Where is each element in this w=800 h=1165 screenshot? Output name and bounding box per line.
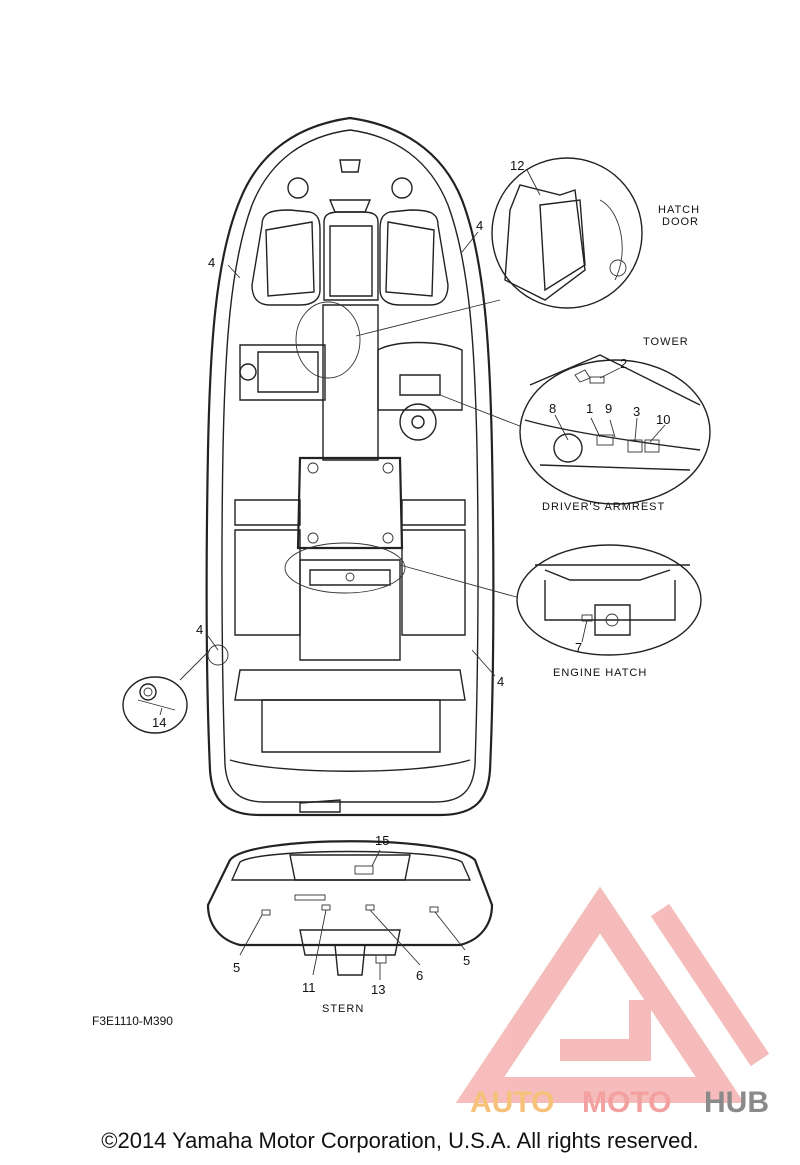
callout-10: 10: [656, 412, 670, 427]
caption-stern: STERN: [322, 1003, 364, 1015]
stern-view: [206, 840, 494, 976]
caption-tower: TOWER: [643, 336, 689, 348]
callout-1: 1: [586, 401, 593, 416]
caption-hatch: HATCH: [658, 204, 700, 216]
callout-14: 14: [152, 715, 166, 730]
callout-13: 13: [371, 982, 385, 997]
callout-4: 4: [497, 674, 504, 689]
callout-4: 4: [208, 255, 215, 270]
callout-11: 11: [302, 980, 316, 995]
callout-3: 3: [633, 404, 640, 419]
callout-5: 5: [233, 960, 240, 975]
detail-leader-lines: [159, 169, 666, 716]
svg-text:MOTO: MOTO: [582, 1086, 671, 1119]
view-captions: HATCH DOOR TOWER DRIVER'S ARMREST ENGINE…: [92, 204, 700, 1028]
detail-engine-hatch: [516, 544, 702, 656]
detail-hatch-door: [491, 157, 643, 309]
callout-9: 9: [605, 401, 612, 416]
callout-8: 8: [549, 401, 556, 416]
callout-12: 12: [510, 158, 524, 173]
callout-2: 2: [620, 356, 627, 371]
callout-5: 5: [463, 953, 470, 968]
stern-leader-lines: [239, 849, 466, 980]
detail-drivers-armrest: [519, 354, 711, 505]
detail-side-14: [122, 676, 188, 734]
copyright-notice: ©2014 Yamaha Motor Corporation, U.S.A. A…: [101, 1128, 699, 1153]
caption-door: DOOR: [662, 216, 699, 228]
callout-4: 4: [196, 622, 203, 637]
callout-15: 15: [375, 833, 389, 848]
svg-text:HUB: HUB: [704, 1086, 769, 1119]
diagram-code: F3E1110-M390: [92, 1014, 173, 1028]
callout-4: 4: [476, 218, 483, 233]
leader-lines: [179, 231, 531, 681]
hull-top-view: [205, 116, 495, 817]
automotohub-wordmark: AUTO MOTO HUB: [470, 1086, 769, 1119]
svg-text:AUTO: AUTO: [470, 1086, 554, 1119]
callout-7: 7: [575, 640, 582, 655]
caption-engine-hatch: ENGINE HATCH: [553, 667, 647, 679]
caption-drivers-armrest: DRIVER'S ARMREST: [542, 501, 665, 513]
callout-numbers: 4 4 4 4 12 2 8 1 9 3 10 7 14 15 5 5 11 6…: [152, 158, 670, 997]
automotohub-logo: [455, 886, 770, 1103]
callout-6: 6: [416, 968, 423, 983]
